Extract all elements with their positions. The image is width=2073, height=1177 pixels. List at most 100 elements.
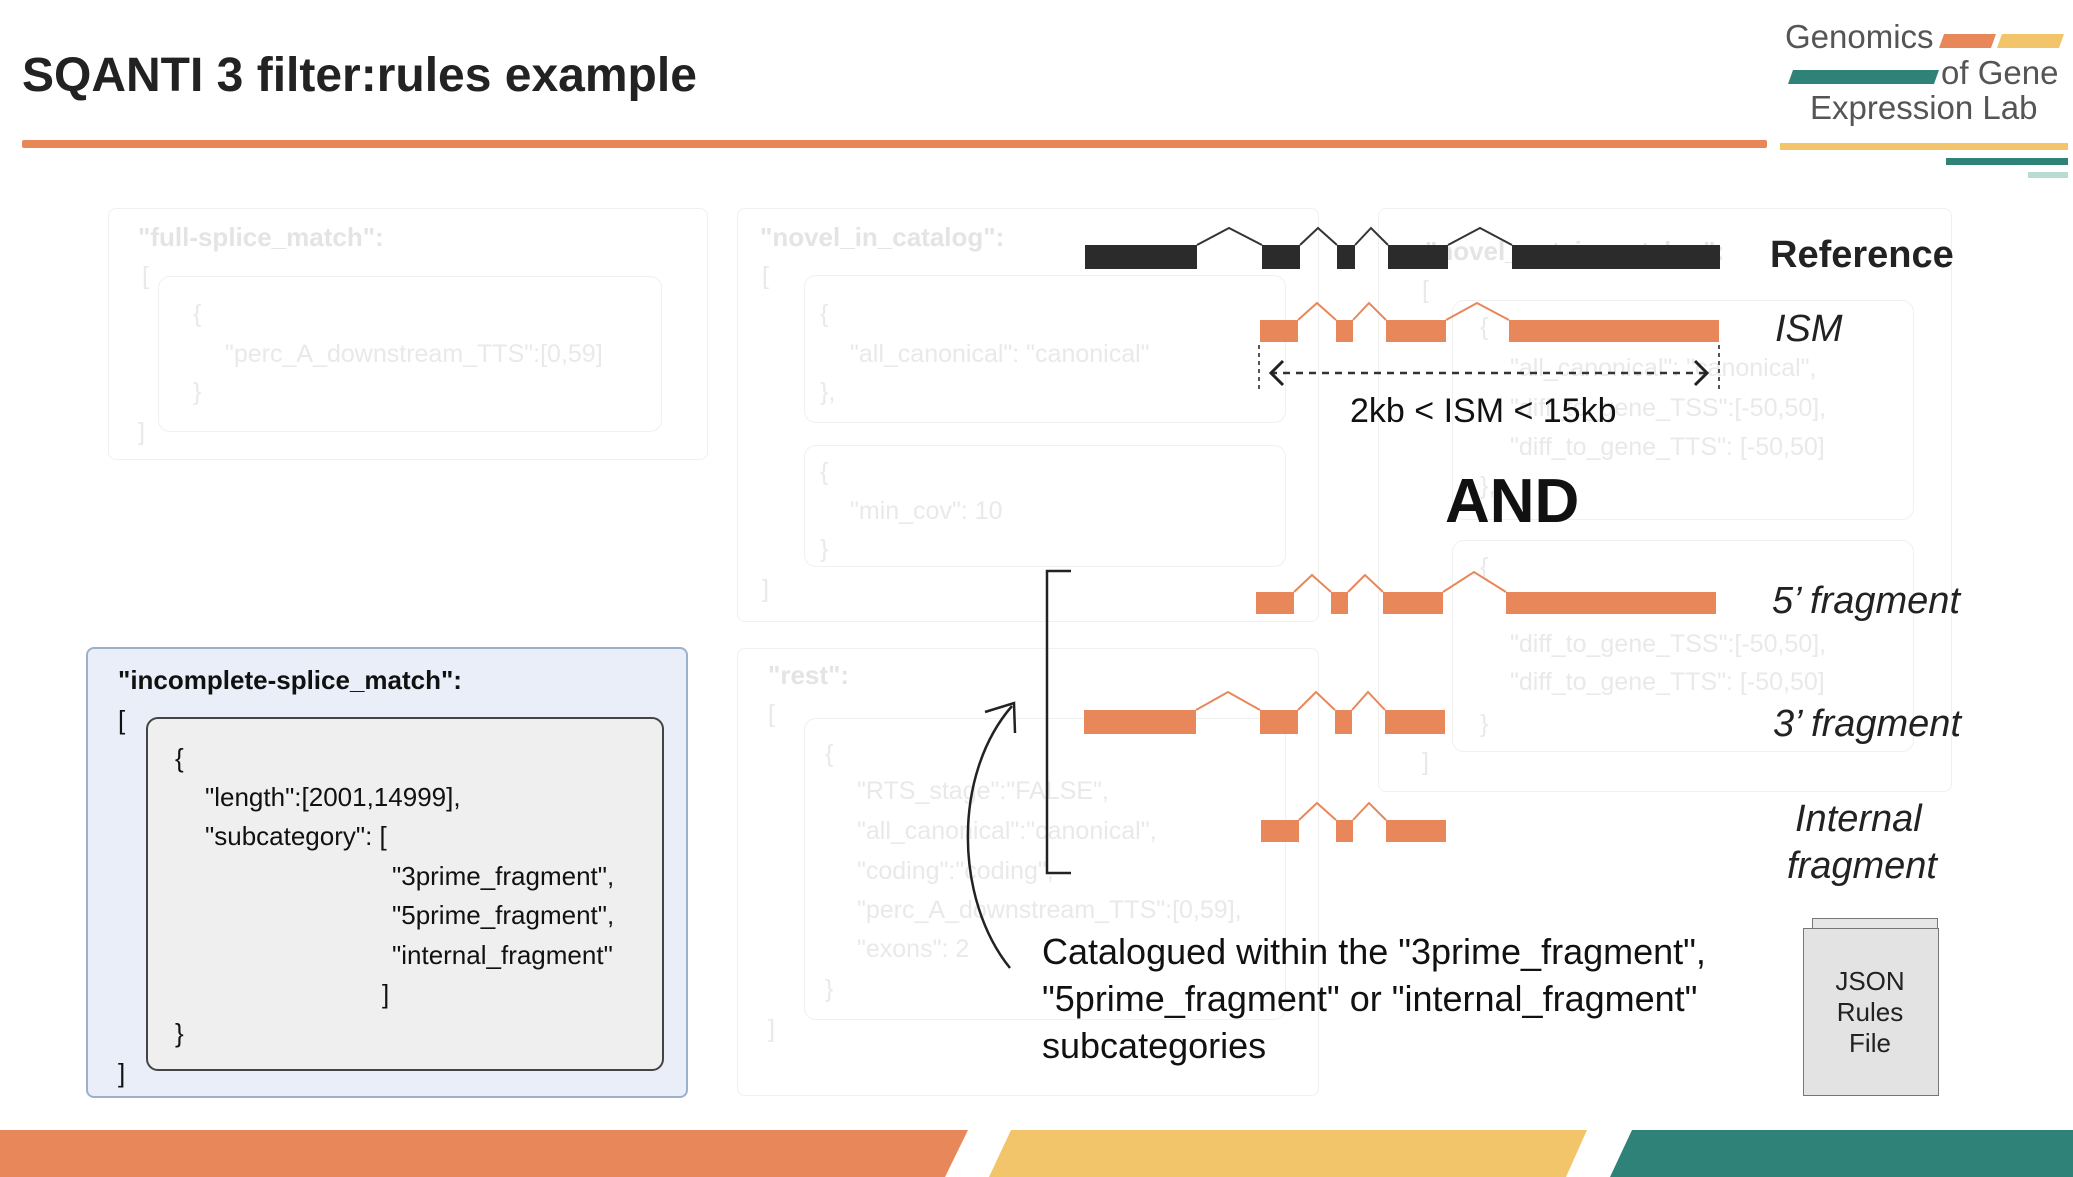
logo-stripes — [1780, 34, 2068, 178]
ghost-full-splice-line1: "perc_A_downstream_TTS":[0,59] — [225, 340, 603, 368]
three-prime-intron-2 — [1297, 690, 1336, 711]
ghost-nic-box2 — [804, 445, 1286, 567]
reference-exon-2 — [1262, 245, 1300, 269]
title-underline — [22, 140, 1767, 148]
reference-exon-1 — [1085, 245, 1197, 269]
ghost-nic-box2-open: { — [820, 458, 829, 486]
ghost-nnc-box1-line2: "diff_to_gene_TSS":[-50,50], — [1510, 394, 1827, 422]
catalogue-note-line1: Catalogued within the "3prime_fragment", — [1042, 931, 1706, 972]
ism-rule-open-bracket: [ — [118, 705, 126, 735]
ghost-nnc-box1-line1: "all_canonical": "canonical", — [1510, 354, 1817, 382]
ism-rule-item-3prime: "3prime_fragment", — [392, 861, 615, 891]
ghost-full-splice-open-brace: { — [193, 300, 202, 328]
ghost-nnc-box1-close: }, — [1480, 472, 1496, 500]
ghost-full-splice-header: "full-splice_match": — [138, 222, 384, 252]
five-prime-exon-4 — [1506, 592, 1716, 614]
ism-intron-2 — [1352, 301, 1387, 321]
ism-rule-item-internal: "internal_fragment" — [392, 940, 613, 970]
catalogue-pointer-arrowhead — [984, 701, 1017, 734]
length-arrowhead-right — [1693, 359, 1710, 387]
ism-rule-header: "incomplete-splice_match": — [118, 665, 462, 695]
catalogue-note-line2: "5prime_fragment" or "internal_fragment" — [1042, 978, 1698, 1019]
ghost-panel-novel-in-catalog — [737, 208, 1319, 622]
five-prime-intron-2 — [1347, 573, 1384, 593]
ghost-full-splice-open-bracket: [ — [142, 262, 149, 290]
ghost-nic-open-bracket: [ — [762, 262, 769, 290]
reference-exon-4 — [1388, 245, 1448, 269]
ism-exon-4 — [1509, 320, 1719, 342]
ghost-nnc-box2-line2: "diff_to_gene_TTS": [-50,50] — [1510, 668, 1825, 696]
catalogue-note-line3: subcategories — [1042, 1025, 1267, 1066]
ism-rule-close-bracket: ] — [118, 1058, 126, 1088]
ism-intron-1 — [1297, 301, 1337, 321]
slide-title: SQANTI 3 filter:rules example — [22, 49, 697, 102]
ghost-full-splice-box — [158, 276, 662, 432]
internal-fragment-transcript — [1261, 801, 1446, 842]
logo-stripe-yellow — [1997, 34, 2064, 48]
ism-transcript — [1260, 301, 1719, 342]
label-three-prime-fragment: 3’ fragment — [1773, 703, 1961, 745]
and-label: AND — [1445, 467, 1580, 536]
ghost-nic-header: "novel_in_catalog": — [760, 222, 1005, 252]
ghost-nic-box1-open: { — [820, 300, 829, 328]
ism-exon-2 — [1336, 320, 1353, 342]
json-rules-file-icon: JSON Rules File — [1800, 918, 1950, 1096]
logo-rule-yellow — [1780, 143, 2068, 150]
five-prime-exon-2 — [1331, 592, 1348, 614]
ghost-panel-rest — [737, 648, 1319, 1096]
ghost-rest-open-brace: { — [825, 740, 834, 768]
ghost-nic-box1 — [804, 275, 1286, 423]
five-prime-exon-3 — [1383, 592, 1443, 614]
logo-text-line1: Genomics — [1785, 18, 1934, 55]
internal-exon-3 — [1386, 820, 1446, 842]
three-prime-fragment-transcript — [1084, 690, 1445, 734]
reference-intron-3 — [1354, 226, 1389, 246]
json-file-label-line3: File — [1849, 1028, 1891, 1058]
five-prime-intron-1 — [1293, 573, 1332, 593]
ghost-nic-box2-line1: "min_cov": 10 — [850, 497, 1003, 525]
ghost-nnc-open-bracket: [ — [1422, 276, 1429, 304]
ghost-nnc-box2-open: { — [1480, 553, 1489, 581]
internal-intron-1 — [1298, 801, 1337, 821]
logo-stripe-orange — [1939, 34, 1996, 48]
ism-rule-close-brace: } — [175, 1018, 184, 1048]
footer-band-teal — [1610, 1130, 2073, 1177]
ghost-rest-line4: "perc_A_downstream_TTS":[0,59], — [857, 896, 1242, 924]
reference-transcript — [1085, 226, 1720, 269]
ism-intron-3 — [1445, 301, 1510, 321]
ghost-nnc-box2-close: } — [1480, 710, 1489, 738]
internal-intron-2 — [1352, 801, 1387, 821]
ghost-full-splice-close-brace: } — [193, 378, 202, 406]
label-five-prime-fragment: 5’ fragment — [1772, 580, 1960, 622]
five-prime-exon-1 — [1256, 592, 1294, 614]
ghost-nnc-close-bracket: ] — [1422, 748, 1429, 776]
reference-intron-2 — [1299, 226, 1338, 246]
ghost-panel-novel-not-in-catalog — [1378, 208, 1952, 792]
three-prime-intron-3 — [1351, 690, 1386, 711]
ghost-nic-close-bracket: ] — [762, 575, 769, 603]
ghost-nnc-box1-open: { — [1480, 313, 1489, 341]
json-file-label: JSON Rules File — [1803, 966, 1937, 1059]
label-ism: ISM — [1775, 308, 1843, 350]
ghost-rest-open-bracket: [ — [768, 700, 775, 728]
internal-exon-2 — [1336, 820, 1353, 842]
ism-rule-open-brace: { — [175, 743, 184, 773]
three-prime-exon-1 — [1084, 710, 1196, 734]
label-reference: Reference — [1770, 234, 1954, 276]
label-internal-fragment-line2: fragment — [1787, 845, 1937, 887]
ghost-full-splice-close-bracket: ] — [138, 418, 145, 446]
ghost-nnc-box2 — [1452, 540, 1914, 752]
ism-rule-subcategory: "subcategory": [ — [205, 821, 387, 851]
ghost-nnc-box1-line3: "diff_to_gene_TTS": [-50,50] — [1510, 433, 1825, 461]
ghost-rest-header: "rest": — [768, 660, 850, 690]
ghost-rest-close-bracket: ] — [768, 1015, 775, 1043]
three-prime-exon-3 — [1335, 710, 1352, 734]
length-dimension — [1258, 345, 1720, 392]
logo-rule-mint — [2028, 172, 2068, 178]
ghost-rest-close-brace: } — [825, 975, 834, 1003]
ghost-nnc-box1 — [1452, 300, 1914, 520]
logo-stripe-teal — [1788, 70, 1939, 84]
length-arrowhead-left — [1268, 359, 1285, 387]
ghost-rest-line2: "all_canonical":"canonical", — [857, 817, 1157, 845]
